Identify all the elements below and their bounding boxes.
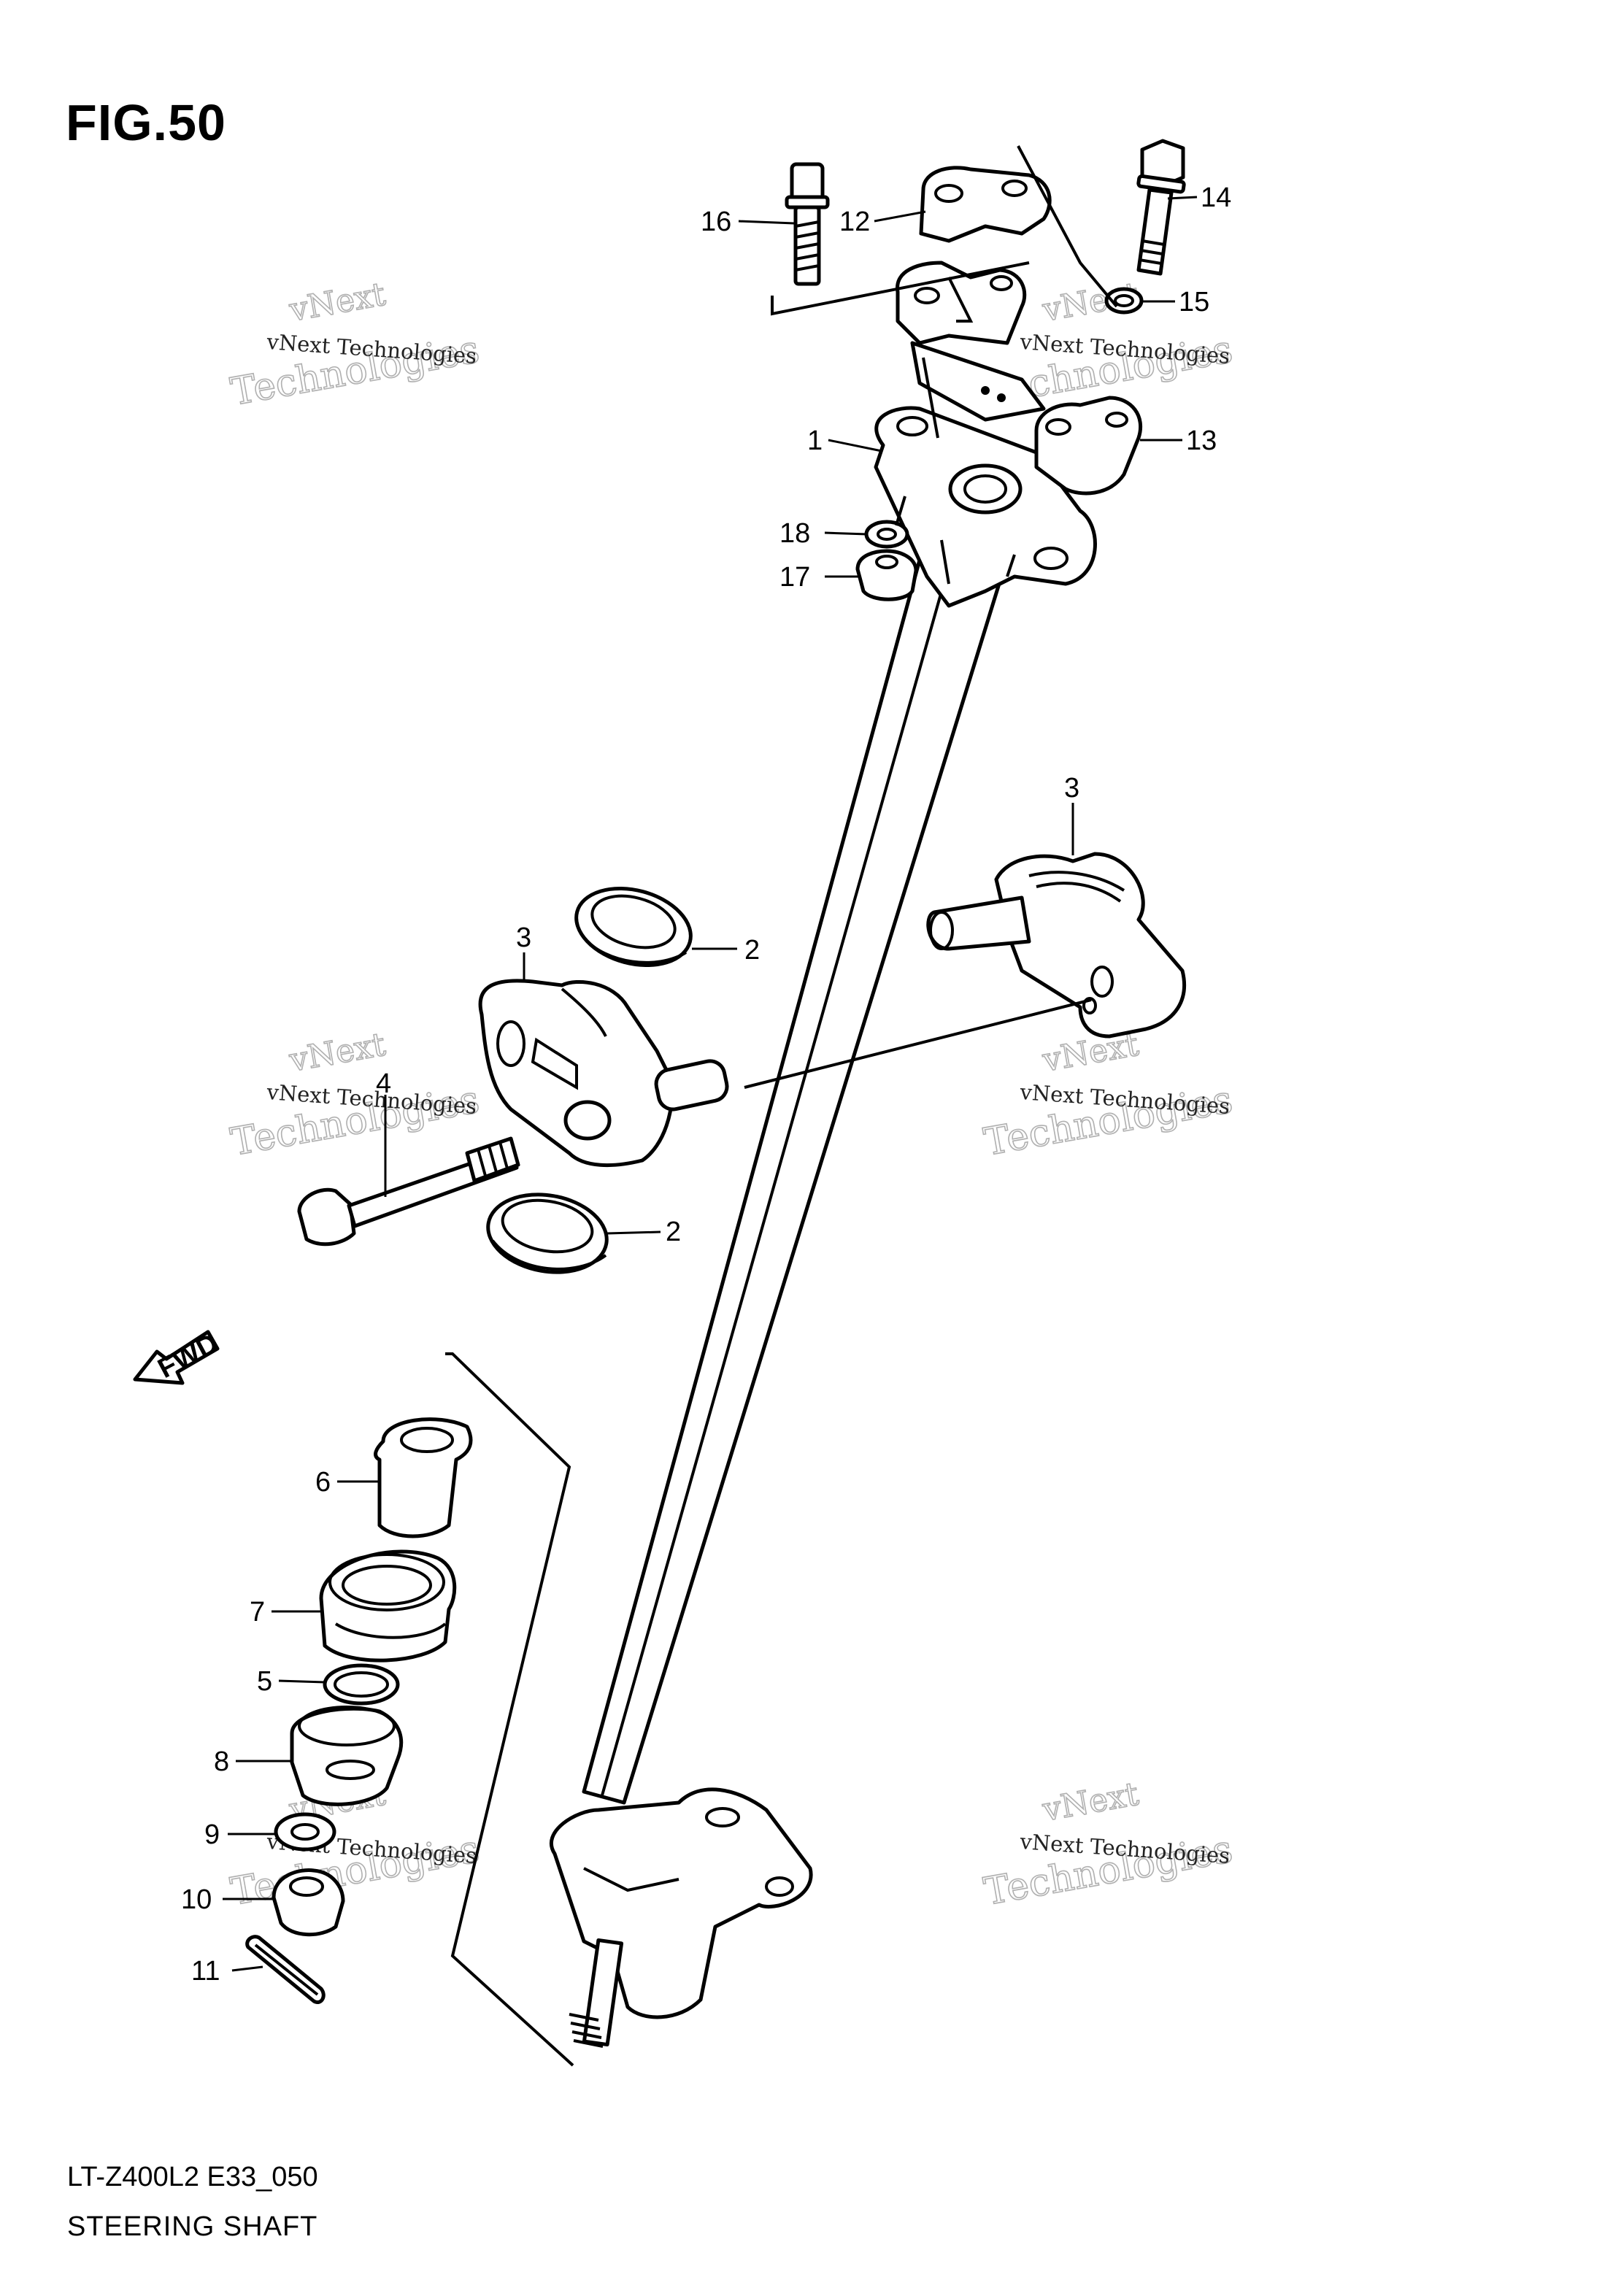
shaft-holder-3-left xyxy=(478,979,729,1167)
washer-18 xyxy=(864,520,909,549)
bushing-6 xyxy=(374,1417,473,1538)
callout-1: 1 xyxy=(807,425,823,456)
callout-13: 13 xyxy=(1186,425,1217,456)
cotter-pin-11 xyxy=(245,1935,326,2004)
handlebar-holder-12 xyxy=(919,166,1052,243)
o-ring-5 xyxy=(323,1663,400,1706)
callout-2-lower: 2 xyxy=(666,1217,681,1247)
callout-15: 15 xyxy=(1179,287,1209,317)
holder-13 xyxy=(1034,396,1143,496)
bolt-16 xyxy=(785,162,830,286)
fwd-arrow: FWD xyxy=(133,1328,223,1385)
dust-seal-8 xyxy=(290,1706,404,1806)
watermark-line1: vNext xyxy=(286,1026,388,1079)
nut-10 xyxy=(272,1868,345,1937)
seal-2-upper xyxy=(574,886,693,968)
callout-3-left: 3 xyxy=(516,922,531,953)
callout-14: 14 xyxy=(1201,182,1231,213)
callout-11: 11 xyxy=(191,1956,220,1987)
bolt-4 xyxy=(297,1136,520,1247)
callout-8: 8 xyxy=(214,1746,229,1777)
callout-3-right: 3 xyxy=(1064,773,1079,804)
watermark-3: vNext Technologies vNext Technologies xyxy=(227,1025,483,1166)
upper-bracket-1 xyxy=(874,406,1097,608)
callout-7: 7 xyxy=(250,1597,265,1627)
callout-16: 16 xyxy=(701,207,731,237)
callout-12: 12 xyxy=(839,207,870,237)
callout-10: 10 xyxy=(181,1884,212,1915)
watermark-6: vNext Technologies vNext Technologies xyxy=(980,1775,1236,1915)
callout-2-upper: 2 xyxy=(744,935,760,966)
watermark-4: vNext Technologies vNext Technologies xyxy=(980,1025,1236,1166)
watermark-line1: vNext xyxy=(286,276,388,329)
leader-lines xyxy=(223,196,1198,1972)
callout-9: 9 xyxy=(204,1819,220,1850)
fwd-label: FWD xyxy=(153,1328,223,1384)
callout-6: 6 xyxy=(315,1467,331,1498)
watermark-1: vNext Technologies vNext Technologies xyxy=(227,275,483,415)
washer-9 xyxy=(274,1812,336,1852)
assembly-lines-top xyxy=(771,145,1118,526)
bolt-14 xyxy=(1136,139,1186,276)
nut-17 xyxy=(855,549,918,601)
figure-name: STEERING SHAFT xyxy=(67,2211,318,2242)
seal-2-lower xyxy=(486,1193,609,1274)
callout-5: 5 xyxy=(257,1666,272,1697)
holder-axis-line xyxy=(744,998,1092,1089)
figure-title: FIG.50 xyxy=(66,94,226,151)
callout-4: 4 xyxy=(376,1068,391,1099)
callout-18: 18 xyxy=(779,518,810,549)
watermark-line1: vNext xyxy=(1039,1776,1141,1829)
shaft-holder-3-right xyxy=(926,852,1187,1039)
callout-17: 17 xyxy=(779,562,810,593)
steering-shaft xyxy=(582,552,1004,1805)
model-code: LT-Z400L2 E33_050 xyxy=(67,2162,318,2192)
shaft-lower-end xyxy=(549,1787,813,2048)
callout-numbers: 1 2 2 3 3 4 5 6 7 8 9 10 11 12 13 14 15 … xyxy=(181,182,1231,1987)
assembly-lines-bottom xyxy=(445,1352,574,2067)
bearing-7 xyxy=(319,1549,457,1663)
